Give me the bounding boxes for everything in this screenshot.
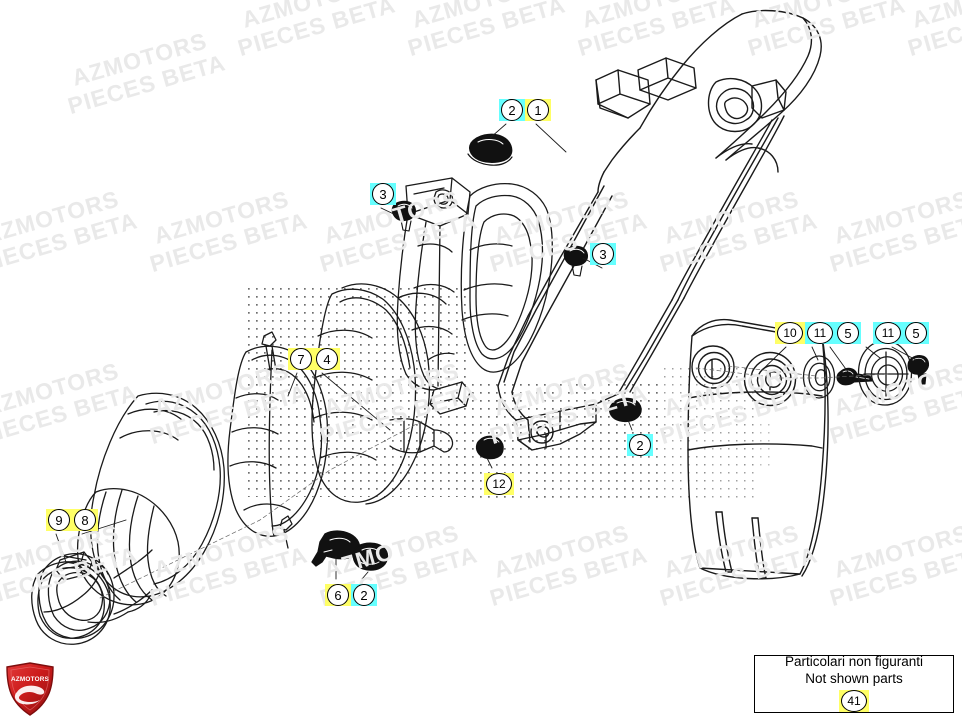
- badge-number: 9: [55, 512, 63, 528]
- callout-callout-2-mid: 2: [627, 432, 653, 458]
- badge-circle: 2: [629, 434, 651, 456]
- badge-circle: 5: [905, 322, 927, 344]
- badge-circle: 1: [527, 99, 549, 121]
- badge-circle: 11: [875, 322, 901, 344]
- badge-number: 2: [508, 102, 516, 118]
- badge-number: 8: [81, 512, 89, 528]
- badge-number: 7: [297, 351, 305, 367]
- badge-circle: 7: [290, 348, 312, 370]
- badge-circle: 5: [837, 322, 859, 344]
- part-badge-11[interactable]: 11: [873, 320, 903, 346]
- badge-number: 5: [912, 325, 920, 341]
- badge-circle: 8: [74, 509, 96, 531]
- badge-number: 1: [534, 102, 542, 118]
- part-badge-5[interactable]: 5: [835, 320, 861, 346]
- part-badge-3[interactable]: 3: [590, 241, 616, 267]
- not-shown-parts-badge[interactable]: 41: [839, 688, 869, 714]
- part-badge-10[interactable]: 10: [775, 320, 805, 346]
- part-badge-2[interactable]: 2: [499, 97, 525, 123]
- not-shown-parts-label-it: Particolari non figuranti: [784, 654, 924, 670]
- part-badge-6[interactable]: 6: [325, 582, 351, 608]
- callout-callout-12: 12: [484, 471, 514, 497]
- badge-circle: 2: [501, 99, 523, 121]
- callout-callout-3-lower: 3: [590, 241, 616, 267]
- badge-number: 5: [844, 325, 852, 341]
- badge-number: 4: [323, 351, 331, 367]
- badge-number: 11: [813, 326, 827, 340]
- not-shown-parts-label-en: Not shown parts: [805, 670, 903, 686]
- badge-number: 3: [379, 186, 387, 202]
- badge-number: 2: [636, 437, 644, 453]
- not-shown-parts-box: Particolari non figuranti Not shown part…: [754, 654, 954, 714]
- part-badge-9[interactable]: 9: [46, 507, 72, 533]
- badge-number: 12: [492, 477, 506, 491]
- badge-number: 2: [360, 587, 368, 603]
- part-badge-3[interactable]: 3: [370, 181, 396, 207]
- badge-circle: 12: [486, 473, 512, 495]
- badge-circle: 11: [807, 322, 833, 344]
- badge-circle: 6: [327, 584, 349, 606]
- badge-number: 6: [334, 587, 342, 603]
- part-badge-7[interactable]: 7: [288, 346, 314, 372]
- part-badge-2[interactable]: 2: [627, 432, 653, 458]
- part-badge-8[interactable]: 8: [72, 507, 98, 533]
- badge-number: 11: [881, 326, 895, 340]
- part-badge-1[interactable]: 1: [525, 97, 551, 123]
- badge-number: 3: [599, 246, 607, 262]
- badge-circle: 4: [316, 348, 338, 370]
- part-badge-11[interactable]: 11: [805, 320, 835, 346]
- badge-circle: 2: [353, 584, 375, 606]
- part-badge-4[interactable]: 4: [314, 346, 340, 372]
- callout-callout-3-upper: 3: [370, 181, 396, 207]
- badge-circle: 3: [372, 183, 394, 205]
- part-badge-2[interactable]: 2: [351, 582, 377, 608]
- badge-circle: 3: [592, 243, 614, 265]
- badge-circle: 41: [841, 689, 867, 712]
- part-badge-12[interactable]: 12: [484, 471, 514, 497]
- badge-number: 10: [783, 326, 797, 340]
- logo-swoosh: [14, 685, 45, 705]
- badge-circle: 9: [48, 509, 70, 531]
- callout-callout-10-11-5-11-5: 10 11 5 11 5: [775, 320, 929, 346]
- svg-text:AZMOTORS: AZMOTORS: [11, 676, 50, 683]
- azmotors-shield-logo: AZMOTORS: [4, 662, 56, 717]
- part-badge-5[interactable]: 5: [903, 320, 929, 346]
- badge-number: 41: [847, 693, 861, 708]
- badge-circle: 10: [777, 322, 803, 344]
